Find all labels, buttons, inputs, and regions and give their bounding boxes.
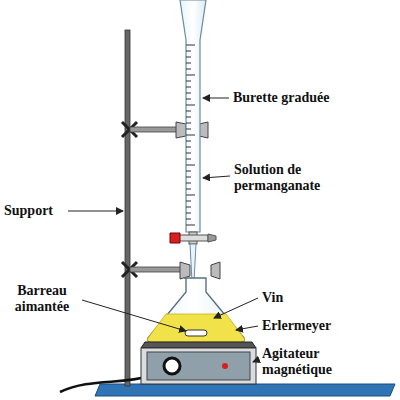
graduation-tick [186, 201, 191, 202]
wine-liquid [148, 314, 245, 342]
graduation-tick [186, 189, 191, 190]
burette [170, 0, 216, 298]
leader-lines [68, 98, 258, 362]
graduation-tick [186, 45, 195, 46]
lower-clamp [122, 262, 220, 279]
solution-label: Solution de permanganate [234, 162, 346, 194]
graduation-tick [186, 69, 191, 70]
graduation-tick [186, 159, 191, 160]
graduation-tick [186, 147, 191, 148]
graduation-tick [186, 99, 191, 100]
graduation-tick [186, 165, 195, 166]
graduation-tick [186, 135, 195, 136]
graduation-tick [186, 63, 191, 64]
graduation-tick [186, 141, 191, 142]
graduation-tick [186, 51, 191, 52]
magnetic-stirrer [141, 342, 256, 384]
graduation-tick [186, 75, 195, 76]
graduation-tick [186, 177, 191, 178]
graduation-tick [186, 225, 195, 226]
support-label: Support [4, 203, 68, 219]
stir-bar-label: Barreau aimantée [2, 283, 82, 315]
graduation-tick [186, 171, 191, 172]
power-cable [60, 376, 150, 392]
graduation-tick [186, 219, 191, 220]
stir-bar [185, 330, 207, 336]
graduation-tick [186, 93, 191, 94]
graduation-tick [186, 105, 195, 106]
graduation-tick [186, 183, 191, 184]
graduation-tick [186, 117, 191, 118]
stand-base [95, 384, 395, 396]
wine-label: Vin [262, 290, 322, 306]
graduation-tick [186, 111, 191, 112]
graduation-tick [186, 153, 191, 154]
graduation-tick [186, 213, 191, 214]
stand-rod [125, 30, 130, 386]
flask-label: Erlermeyer [262, 318, 382, 334]
graduation-tick [186, 57, 191, 58]
graduation-tick [186, 123, 191, 124]
stirrer-label: Agitateur magnétique [262, 346, 382, 378]
graduation-tick [186, 129, 191, 130]
burette-label: Burette graduée [233, 90, 393, 106]
graduation-tick [186, 207, 191, 208]
graduation-tick [186, 81, 191, 82]
graduation-tick [186, 195, 195, 196]
graduation-tick [186, 87, 191, 88]
erlenmeyer-flask [148, 278, 245, 342]
